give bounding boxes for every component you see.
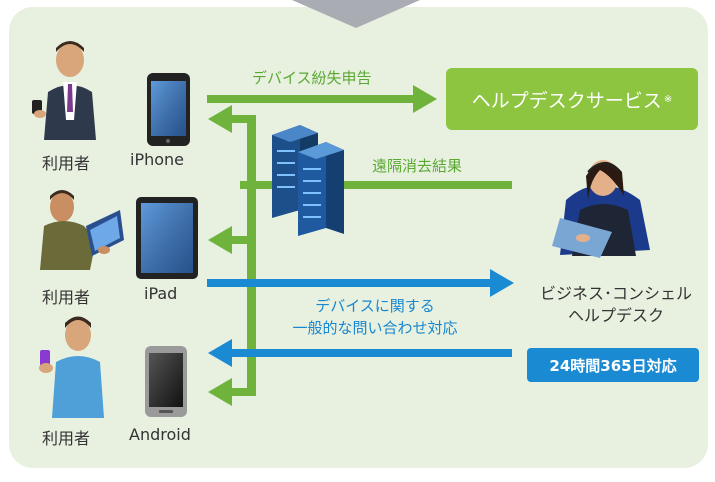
concierge-line1: ビジネス･コンシェル	[539, 284, 692, 303]
response-arrow-line	[228, 349, 512, 357]
helpdesk-operator-icon	[552, 160, 650, 258]
wipe-arrowhead-android	[208, 378, 232, 406]
iphone-device-icon	[147, 73, 190, 146]
loss-report-arrowhead	[413, 85, 437, 113]
helpdesk-service-box: ヘルプデスクサービス※	[446, 68, 698, 130]
user-casual-man-icon	[39, 316, 104, 418]
android-device-icon	[145, 346, 187, 417]
ipad-device-icon	[136, 197, 198, 279]
user-man-with-tablet-icon	[40, 190, 124, 270]
top-chevron-arrow	[292, 0, 420, 28]
green-trunk-line	[247, 115, 256, 393]
helpdesk-footnote-mark: ※	[663, 93, 673, 105]
general-inquiry-label: デバイスに関する 一般的な問い合わせ対応	[260, 295, 490, 339]
user-label-1: 利用者	[42, 154, 91, 173]
response-arrowhead	[208, 339, 232, 367]
user-businessman-icon	[32, 41, 96, 140]
device-label-android: Android	[129, 425, 191, 444]
concierge-helpdesk-label: ビジネス･コンシェル ヘルプデスク	[516, 283, 715, 327]
user-label-3: 利用者	[42, 429, 91, 448]
device-label-iphone: iPhone	[130, 150, 185, 169]
general-inquiry-line2: 一般的な問い合わせ対応	[292, 319, 458, 337]
wipe-result-line	[240, 181, 512, 189]
inquiry-arrow-line	[207, 279, 495, 287]
loss-report-label: デバイス紛失申告	[252, 69, 372, 87]
remote-wipe-result-label: 遠隔消去結果	[372, 157, 463, 175]
concierge-line2: ヘルプデスク	[567, 306, 664, 325]
inquiry-arrowhead	[490, 269, 514, 297]
general-inquiry-line1: デバイスに関する	[315, 297, 435, 315]
wipe-arrowhead-ipad	[208, 226, 232, 254]
wipe-arrowhead-iphone	[208, 105, 232, 133]
server-icon	[272, 125, 344, 236]
helpdesk-service-label: ヘルプデスクサービス	[471, 89, 662, 112]
user-label-2: 利用者	[42, 288, 91, 307]
device-label-ipad: iPad	[144, 284, 178, 303]
availability-badge: 24時間365日対応	[527, 348, 699, 382]
loss-report-arrow-line	[207, 95, 417, 103]
